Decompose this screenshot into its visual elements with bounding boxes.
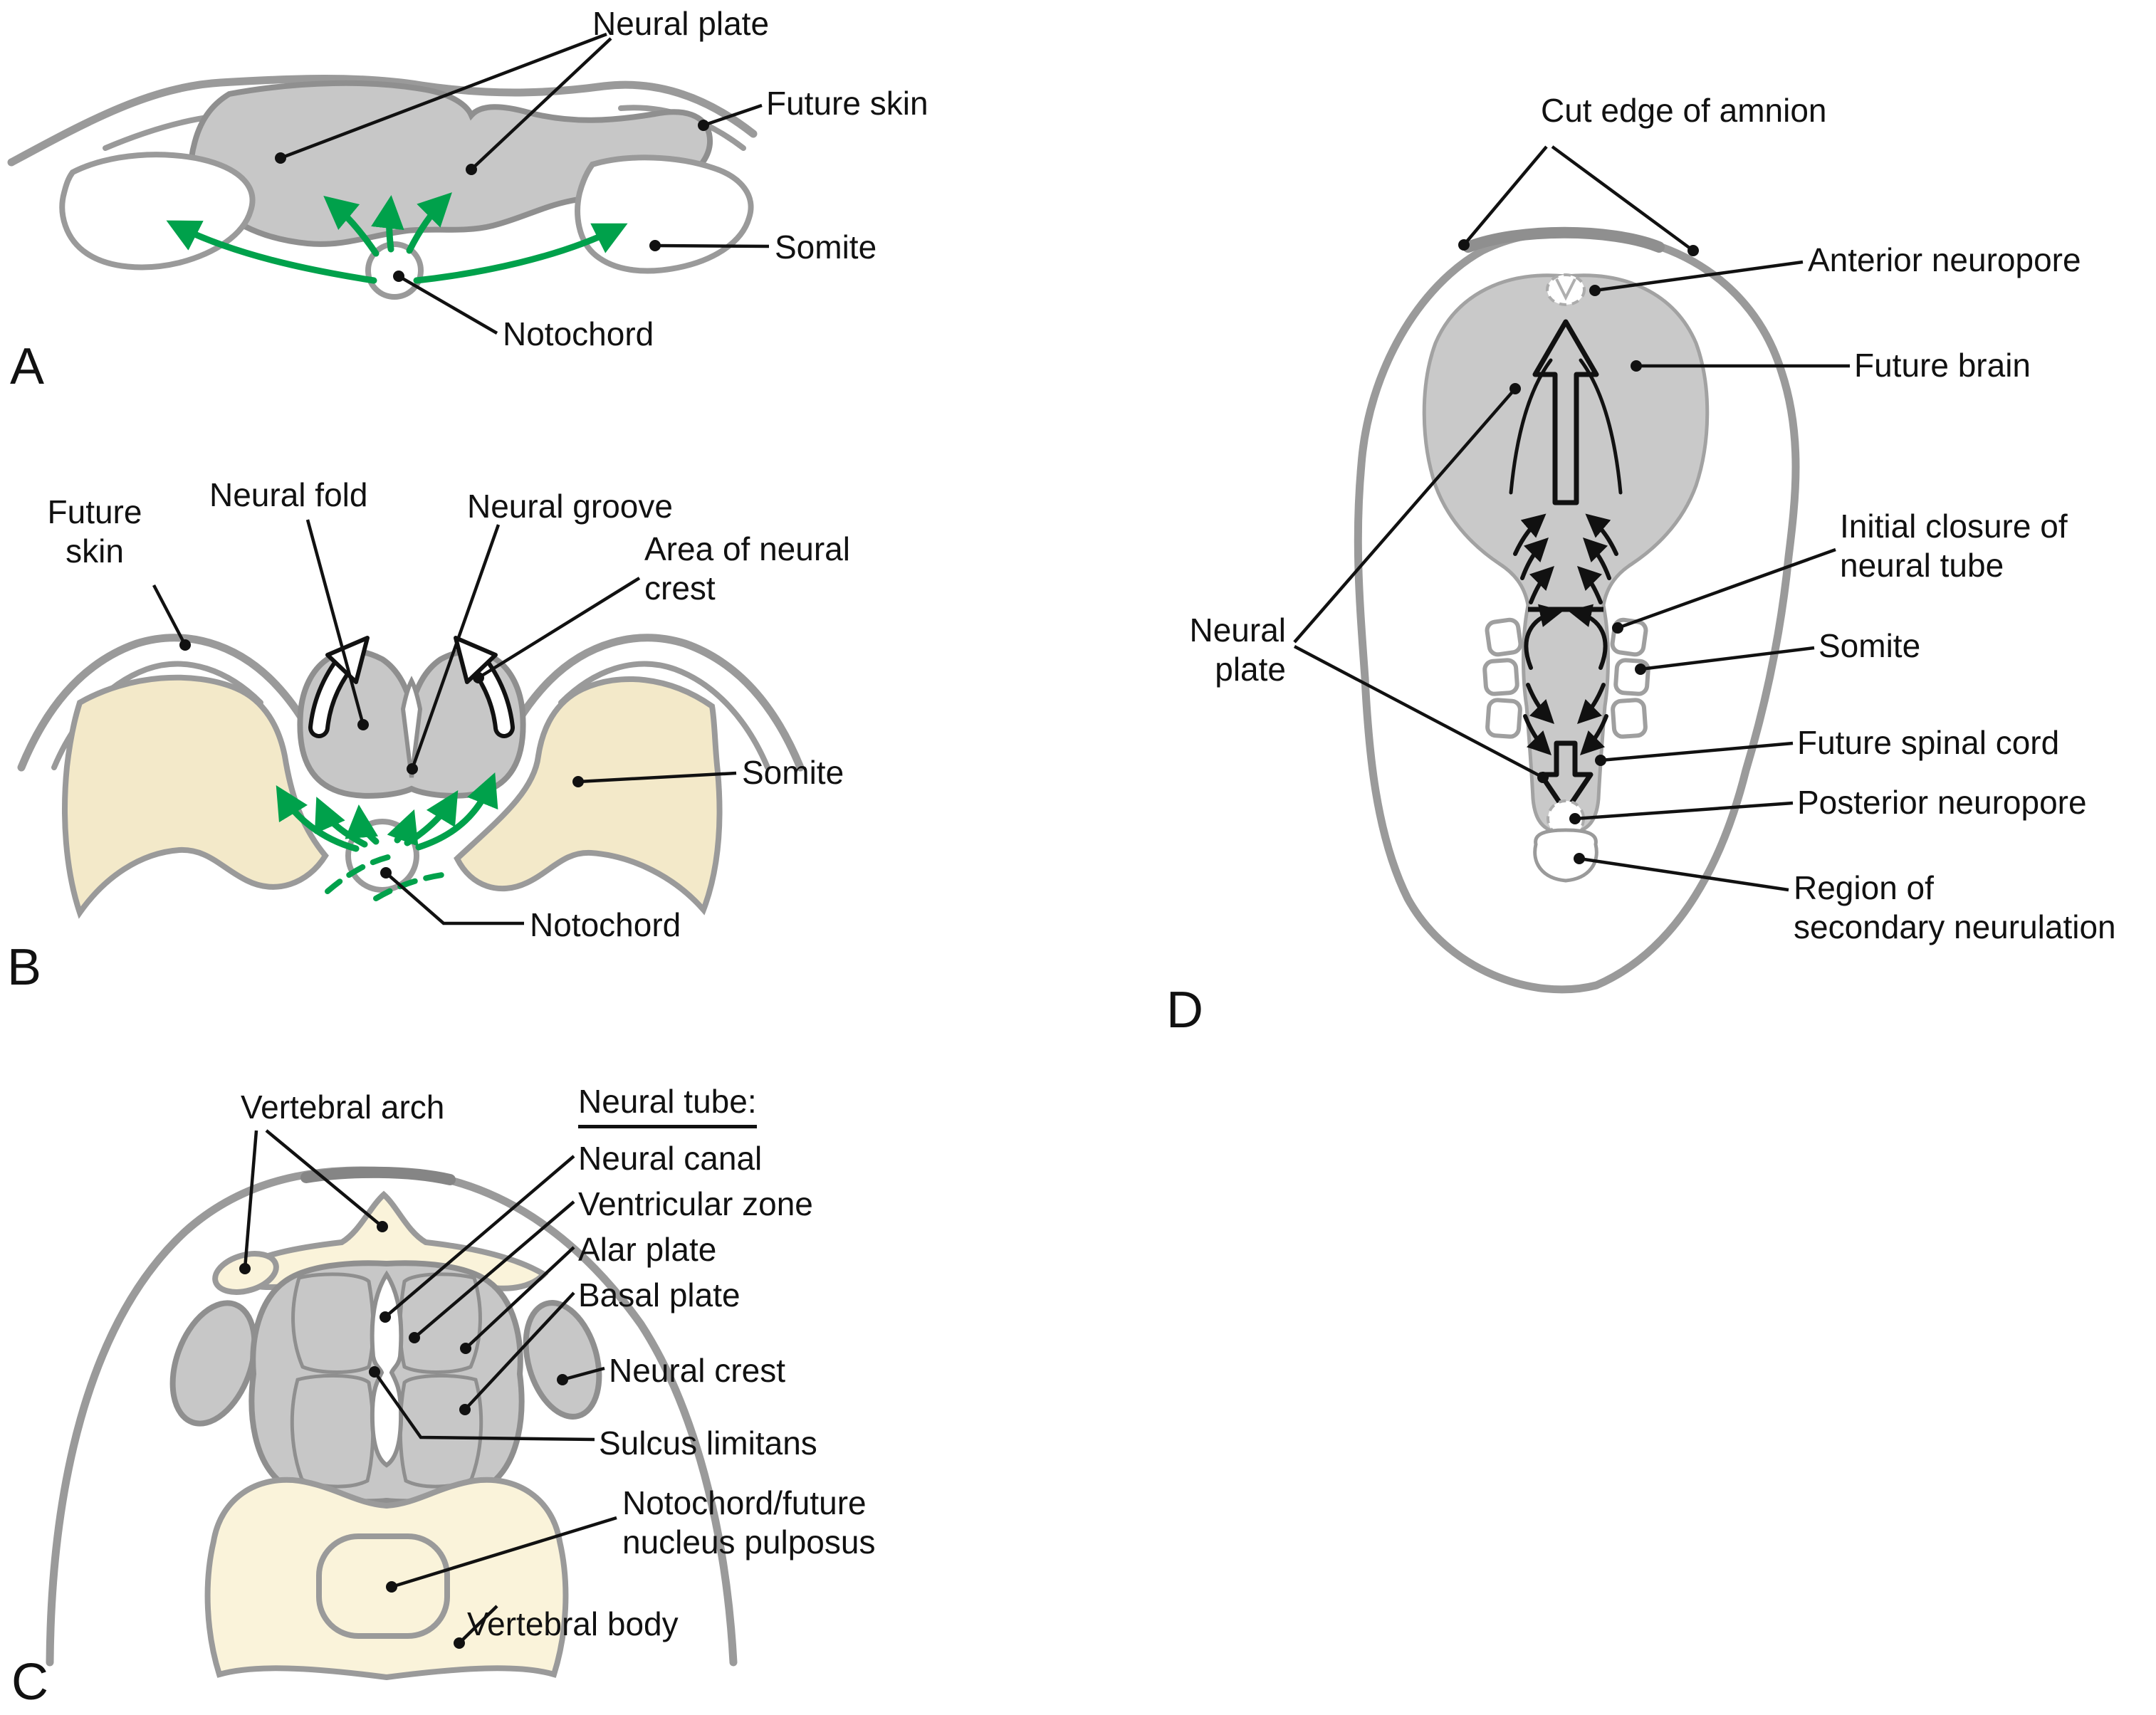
label-c-neural-crest: Neural crest xyxy=(609,1352,785,1389)
panel-letter-c: C xyxy=(11,1654,48,1711)
label-c-alar-plate: Alar plate xyxy=(578,1231,717,1268)
somite-right-shape xyxy=(454,676,723,916)
leader-vertebral-body xyxy=(454,1605,498,1649)
somite-blocks xyxy=(1482,617,1650,739)
neural-tube-heading-text: Neural tube: xyxy=(578,1082,757,1129)
leader-vertebral-arch xyxy=(239,1129,388,1274)
leader-future-spinal-cord xyxy=(1595,741,1794,766)
anterior-neuropore-notch xyxy=(1555,278,1576,301)
leader-somite-a xyxy=(649,240,770,251)
leader-neural-canal xyxy=(380,1155,575,1323)
secondary-neurulation-shape xyxy=(1533,828,1598,883)
panel-letter-d: D xyxy=(1166,982,1203,1039)
panel-d-drawing xyxy=(1293,145,1850,994)
leader-sulcus-limitans xyxy=(369,1366,595,1442)
leader-neural-groove-b xyxy=(407,524,501,775)
leader-posterior-neuropore xyxy=(1569,801,1794,824)
leader-alar-plate xyxy=(460,1246,575,1354)
green-induction-arrows xyxy=(166,192,628,284)
leader-neural-plate-d xyxy=(1293,383,1549,783)
label-c-neural-canal: Neural canal xyxy=(578,1140,763,1177)
cut-amnion-edge xyxy=(1462,226,1665,253)
panel-c-drawing xyxy=(46,1129,738,1681)
leader-region-secondary xyxy=(1574,853,1789,892)
somite-left-shape xyxy=(62,674,329,919)
somite-left-shape xyxy=(59,152,256,271)
notochord-shape xyxy=(365,241,424,300)
label-d-future-brain: Future brain xyxy=(1854,347,2031,384)
label-a-future-skin: Future skin xyxy=(766,85,928,122)
leader-future-skin-b xyxy=(152,584,191,651)
skin-outer-left xyxy=(17,634,308,772)
leader-area-of-neural-crest-b xyxy=(473,577,641,683)
label-c-ventricular-zone: Ventricular zone xyxy=(578,1185,813,1222)
label-b-future-skin: Future skin xyxy=(47,493,142,570)
skin-inner-right xyxy=(558,661,770,770)
label-d-posterior-neuropore: Posterior neuropore xyxy=(1797,784,2087,821)
skin-outer-right xyxy=(514,634,805,772)
brain-flank-curve-right xyxy=(1579,358,1623,495)
leader-notochord-a xyxy=(393,271,498,335)
closure-direction-arrows xyxy=(1513,513,1618,756)
label-a-notochord: Notochord xyxy=(503,315,654,352)
leader-neural-fold-b xyxy=(305,519,369,730)
leader-ventricular-zone xyxy=(409,1200,575,1343)
label-c-basal-plate: Basal plate xyxy=(578,1276,741,1313)
neural-canal-shape xyxy=(370,1270,404,1468)
label-a-neural-plate: Neural plate xyxy=(592,5,770,42)
leader-future-brain xyxy=(1631,360,1850,372)
caudal-direction-open-arrow xyxy=(1538,740,1594,814)
neural-crest-left-shape xyxy=(169,1300,258,1427)
label-b-neural-groove: Neural groove xyxy=(467,488,673,525)
green-induction-arrows xyxy=(276,772,498,901)
label-b-somite: Somite xyxy=(742,754,844,791)
label-a-somite: Somite xyxy=(775,229,877,266)
label-d-anterior-neuropore: Anterior neuropore xyxy=(1808,241,2081,278)
label-d-neural-plate: Neural plate xyxy=(1189,612,1286,688)
future-skin-layer xyxy=(7,75,758,167)
brain-flank-curve-left xyxy=(1509,358,1553,495)
panel-a-drawing xyxy=(7,32,770,335)
label-d-cut-edge-of-amnion: Cut edge of amnion xyxy=(1541,92,1827,129)
vertebral-body-shape xyxy=(204,1477,569,1681)
label-c-notochord-future: Notochord/future nucleus pulposus xyxy=(622,1484,876,1561)
notochord-nucleus-pulposus-shape xyxy=(316,1533,450,1639)
label-b-area-of-neural-crest: Area of neural crest xyxy=(644,530,850,607)
label-c-vertebral-body: Vertebral body xyxy=(467,1605,679,1642)
label-d-region-secondary: Region of secondary neurulation xyxy=(1794,869,2116,946)
somite-right-shape xyxy=(575,154,754,274)
panel-letter-b: B xyxy=(7,939,42,996)
panel-b-drawing xyxy=(17,519,805,925)
cranial-direction-open-arrow xyxy=(1532,319,1599,505)
label-d-somite: Somite xyxy=(1819,627,1921,664)
leader-basal-plate xyxy=(459,1291,575,1415)
leader-somite-b xyxy=(572,771,737,787)
neural-groove-shape xyxy=(400,676,423,778)
leader-initial-closure xyxy=(1612,547,1836,634)
label-b-notochord: Notochord xyxy=(530,906,681,943)
leader-notochord-future xyxy=(386,1516,617,1593)
panel-letter-a: A xyxy=(10,338,45,395)
leader-cut-edge-of-amnion xyxy=(1458,145,1699,256)
leader-somite-d xyxy=(1635,646,1815,675)
label-d-initial-closure: Initial closure of neural tube xyxy=(1840,508,2068,584)
leader-notochord-b xyxy=(380,867,524,925)
leader-neural-plate-a xyxy=(275,32,612,175)
label-c-sulcus-limitans: Sulcus limitans xyxy=(599,1425,817,1462)
neural-crest-right-shape xyxy=(523,1300,602,1420)
leader-neural-crest-c xyxy=(557,1366,605,1385)
label-c-neural-tube-heading: Neural tube: xyxy=(578,1082,757,1129)
anterior-neuropore-shape xyxy=(1546,273,1586,306)
label-b-neural-fold: Neural fold xyxy=(209,476,368,513)
label-c-vertebral-arch: Vertebral arch xyxy=(241,1089,445,1126)
label-d-future-spinal-cord: Future spinal cord xyxy=(1797,724,2060,761)
skin-top-segment xyxy=(300,1166,456,1185)
leader-anterior-neuropore xyxy=(1589,260,1804,296)
leader-future-skin-a xyxy=(698,103,763,131)
